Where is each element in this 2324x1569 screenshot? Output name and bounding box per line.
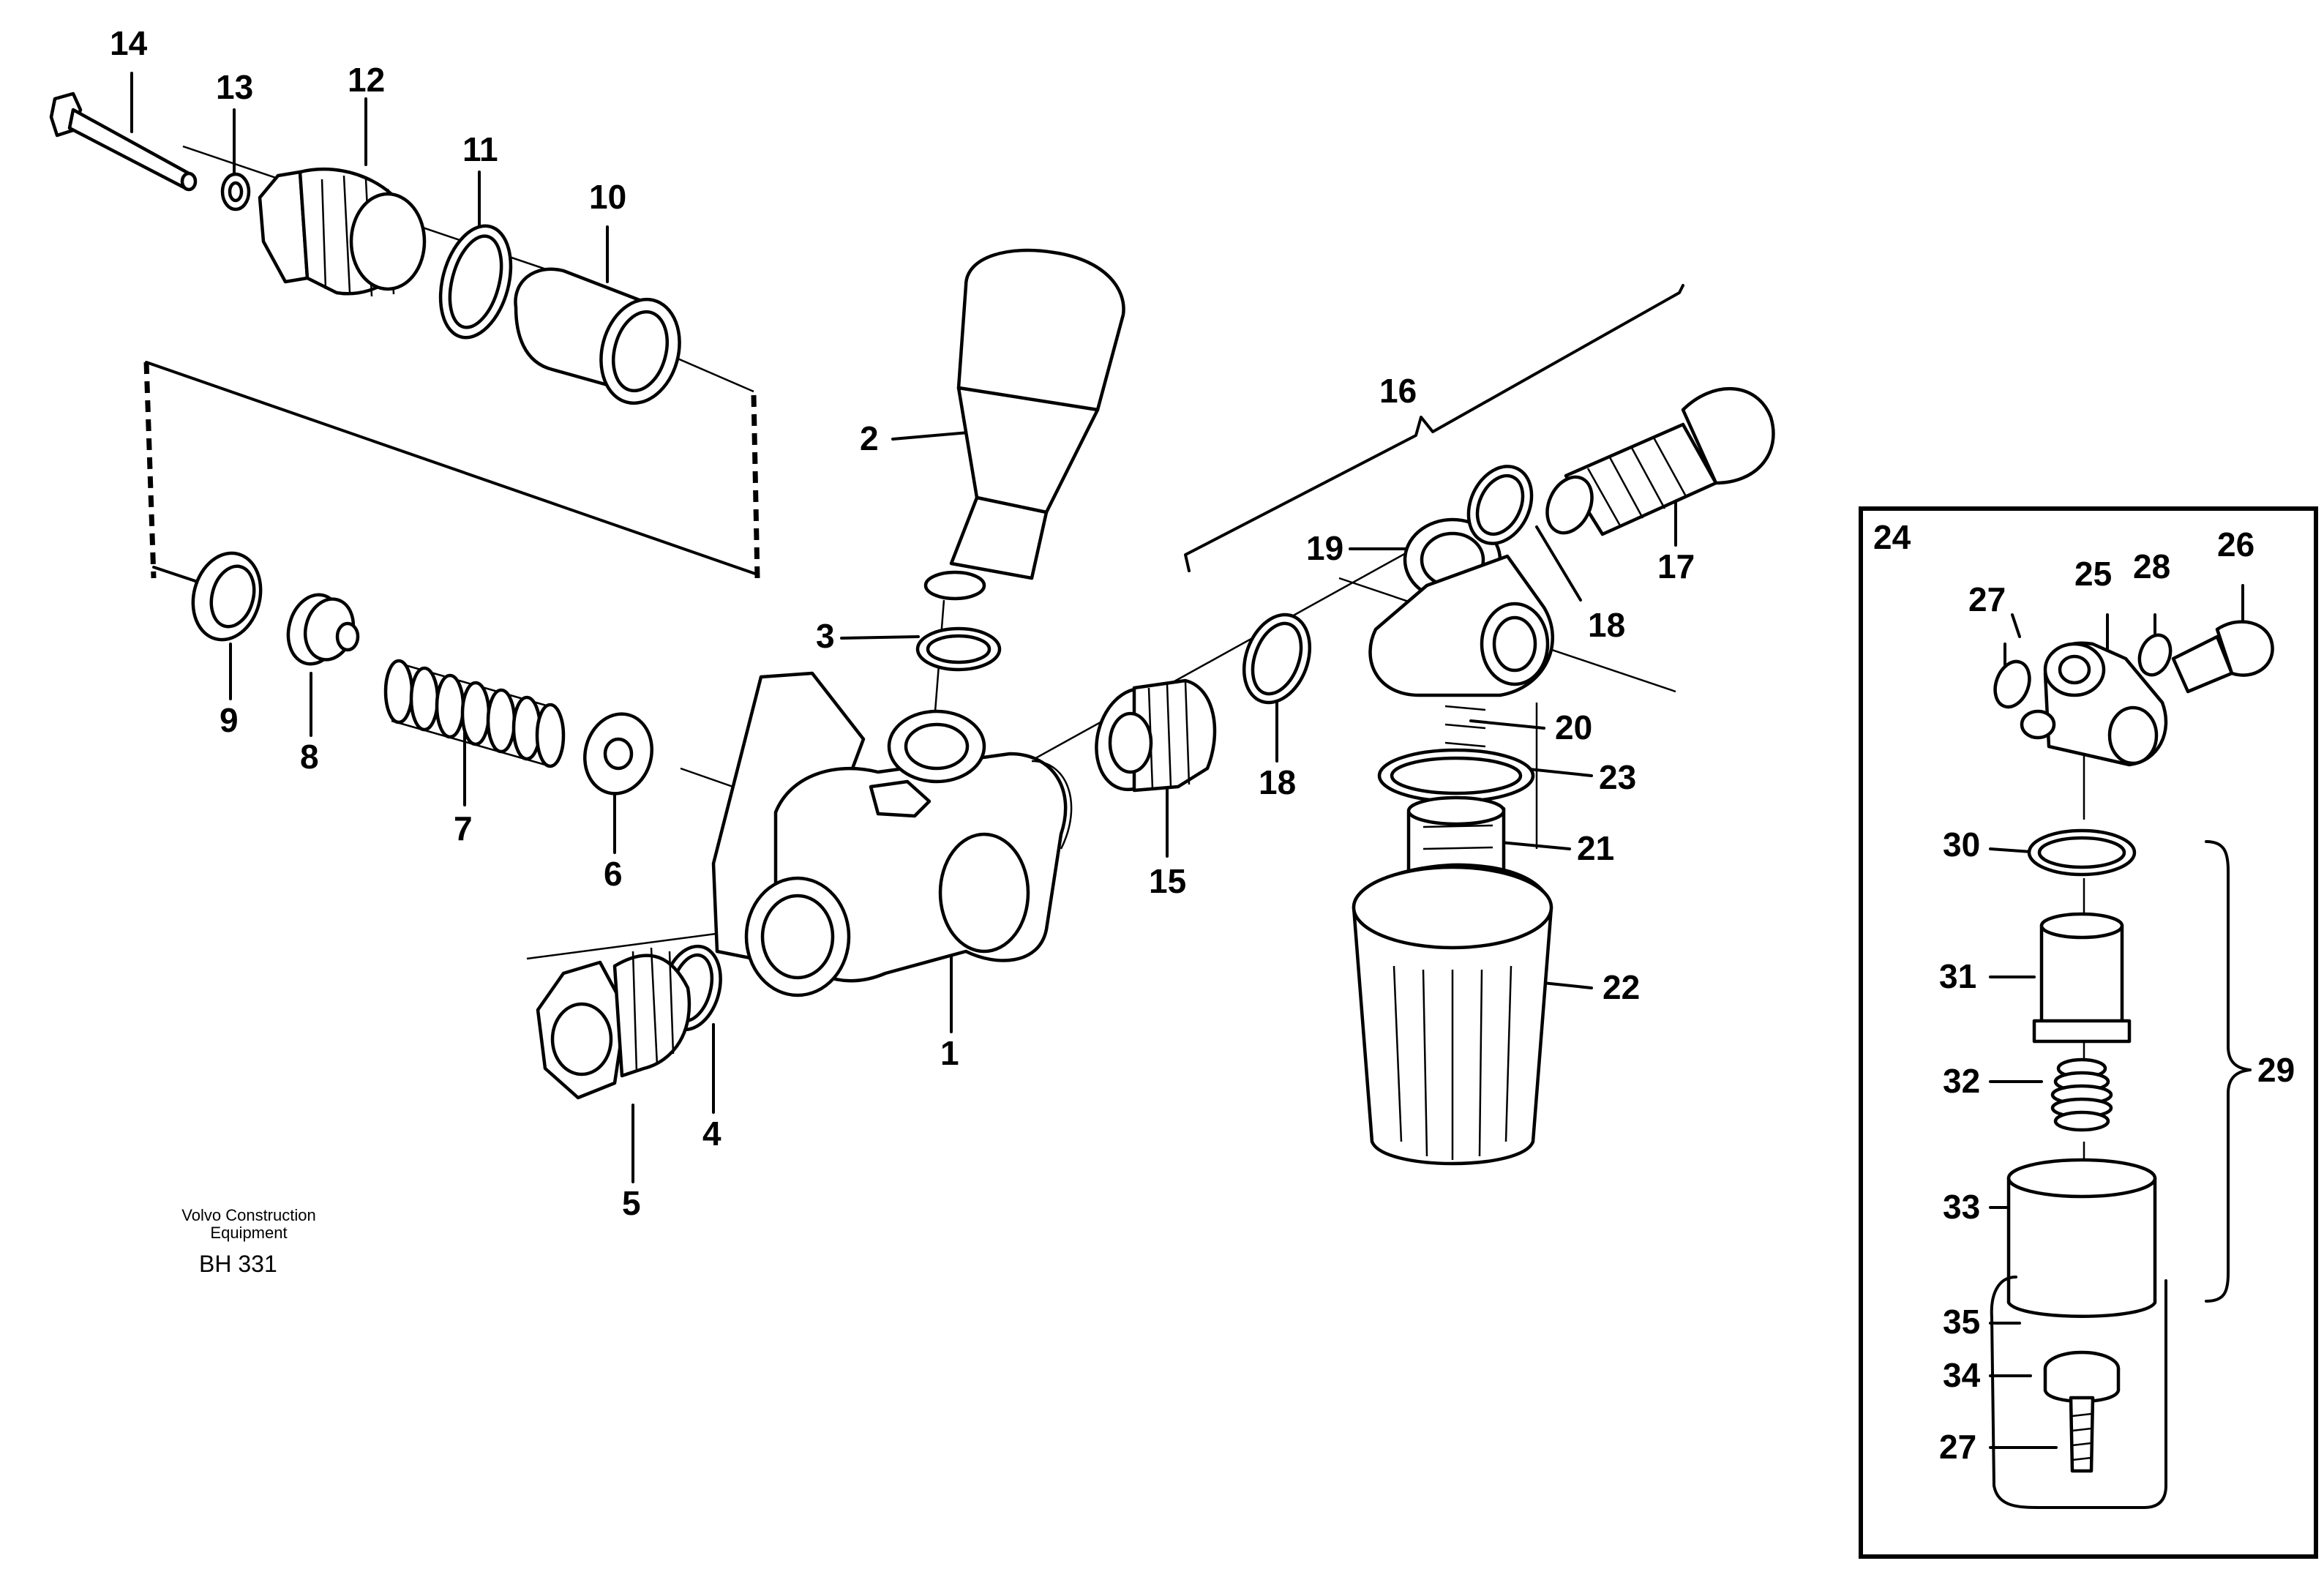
callout-18-lower: 18 xyxy=(1259,763,1296,801)
part-18-oring-lower xyxy=(1242,613,1312,705)
callout-8: 8 xyxy=(300,738,319,776)
part-17-banjo-bolt xyxy=(1545,387,1775,536)
callout-28: 29 xyxy=(2257,1051,2295,1089)
callout-labels: 14 13 12 11 10 2 3 9 8 7 6 15 18 1 4 5 1… xyxy=(110,24,2295,1466)
caption-company-line2: Equipment xyxy=(210,1224,287,1242)
callout-16: 16 xyxy=(1379,372,1417,410)
callout-15: 15 xyxy=(1149,862,1186,900)
callout-18-upper: 18 xyxy=(1588,606,1625,644)
callout-5: 5 xyxy=(622,1184,641,1222)
callout-6: 6 xyxy=(604,855,623,893)
callout-21: 21 xyxy=(1577,829,1614,867)
callout-24: 24 xyxy=(1873,518,1911,556)
part-3-oring xyxy=(915,626,1002,672)
callout-27-right: 28 xyxy=(2133,547,2170,585)
callout-2: 2 xyxy=(860,419,879,457)
callout-7: 7 xyxy=(454,809,473,847)
part-15-fitting xyxy=(1095,678,1217,793)
callout-3: 3 xyxy=(816,617,835,655)
part-14-bolt xyxy=(49,91,198,192)
part-18-oring-upper xyxy=(1466,465,1534,545)
callout-31: 32 xyxy=(1943,1062,1980,1100)
caption-company-line1: Volvo Construction xyxy=(181,1206,315,1224)
caption-drawing-code: BH 331 xyxy=(199,1251,277,1277)
part-23-oring xyxy=(1377,748,1535,804)
callout-27-left: 27 xyxy=(1968,580,2006,618)
callout-26: 26 xyxy=(2217,525,2254,563)
inset-parts xyxy=(1990,620,2274,1509)
callout-4: 4 xyxy=(702,1115,721,1153)
callout-9: 9 xyxy=(220,701,239,739)
part-8-valve xyxy=(286,593,360,666)
callout-33: 34 xyxy=(1943,1356,1981,1394)
part-22-filter-bowl xyxy=(1352,863,1553,1166)
part-6-washer xyxy=(583,712,653,795)
callout-23: 23 xyxy=(1599,758,1636,796)
callout-32: 33 xyxy=(1943,1188,1980,1226)
callout-10: 10 xyxy=(589,178,626,216)
part-13-washer xyxy=(220,172,251,211)
part-9-seal xyxy=(191,551,263,642)
callout-35: 35 xyxy=(1943,1303,1980,1341)
callout-20: 20 xyxy=(1555,708,1592,746)
callout-11: 11 xyxy=(462,130,498,168)
callout-13: 13 xyxy=(216,68,253,106)
callout-12: 12 xyxy=(348,61,385,99)
callout-25: 25 xyxy=(2074,555,2112,593)
part-1-pump-housing xyxy=(711,671,1073,997)
part-12-fitting xyxy=(258,168,427,297)
part-10-sleeve xyxy=(514,267,681,405)
callout-22: 22 xyxy=(1603,968,1640,1006)
callout-30: 31 xyxy=(1939,957,1976,995)
callout-34: 27 xyxy=(1939,1428,1976,1466)
callout-14: 14 xyxy=(110,24,148,62)
part-11-oring xyxy=(438,224,513,340)
drawing-caption: Volvo Construction Equipment BH 331 xyxy=(181,1206,315,1277)
part-5-plug xyxy=(536,947,691,1100)
callout-29: 30 xyxy=(1943,825,1980,864)
part-7-spring xyxy=(383,659,566,768)
callout-1: 1 xyxy=(940,1034,959,1072)
part-2-filter-cap xyxy=(923,248,1125,601)
callout-19: 19 xyxy=(1306,529,1343,567)
part-19-filter-head xyxy=(1368,517,1554,697)
callout-17: 17 xyxy=(1657,547,1695,585)
detail-inset-box xyxy=(1859,506,2318,1559)
